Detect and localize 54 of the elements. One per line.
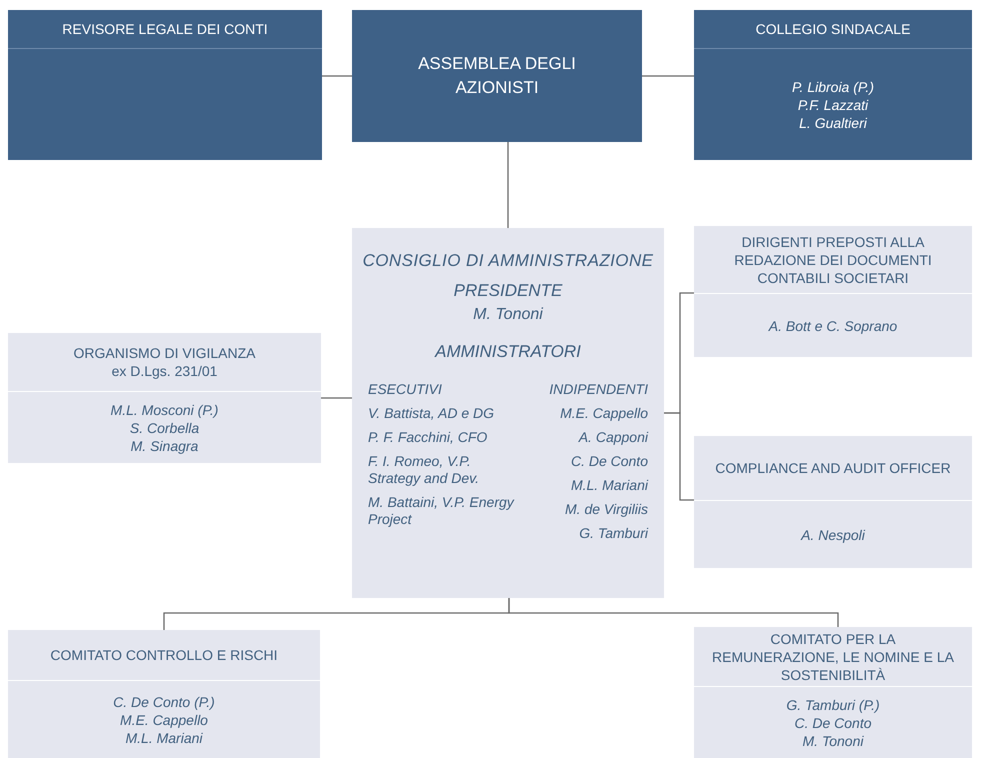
board-box bbox=[352, 228, 664, 598]
member-name: S. Corbella bbox=[130, 418, 200, 436]
member-name: A. Nespoli bbox=[801, 526, 865, 544]
connector-line bbox=[642, 75, 694, 77]
box-heading: COMITATO CONTROLLO E RISCHI bbox=[50, 646, 278, 664]
role-heading: PRESIDENTE bbox=[454, 280, 562, 302]
org-box bbox=[8, 630, 320, 758]
column-heading: ESECUTIVI bbox=[368, 380, 443, 398]
member-name: M.E. Cappello bbox=[560, 404, 648, 422]
member-name: A. Bott e C. Soprano bbox=[768, 316, 898, 334]
member-name: M.E. Cappello bbox=[120, 710, 208, 728]
member-name: C. De Conto bbox=[794, 714, 872, 732]
box-heading: COMITATO PER LA REMUNERAZIONE, LE NOMINE E LA SOSTENIBILITÀ bbox=[711, 630, 955, 684]
member-name: L. Gualtieri bbox=[799, 114, 867, 132]
member-name: M. Battaini, V.P. Energy Project bbox=[368, 494, 516, 528]
connector-line bbox=[321, 397, 352, 399]
connector-line bbox=[507, 142, 509, 228]
connector-line bbox=[508, 598, 839, 627]
box-heading: REVISORE LEGALE DEI CONTI bbox=[62, 20, 268, 38]
org-box bbox=[8, 333, 321, 463]
connector-line bbox=[664, 412, 694, 501]
member-name: C. De Conto (P.) bbox=[113, 692, 215, 710]
member-name: M. Sinagra bbox=[130, 436, 198, 454]
member-name: P. Libroia (P.) bbox=[792, 78, 874, 96]
org-box bbox=[694, 627, 972, 758]
member-name: M.L. Mariani bbox=[570, 476, 648, 494]
box-heading: ORGANISMO DI VIGILANZA bbox=[73, 344, 256, 362]
member-name: P. F. Facchini, CFO bbox=[368, 428, 488, 446]
section-heading: AMMINISTRATORI bbox=[435, 341, 581, 363]
member-name: F. I. Romeo, V.P. Strategy and Dev. bbox=[368, 452, 480, 486]
member-name: C. De Conto bbox=[570, 452, 648, 470]
member-name: M.L. Mariani bbox=[125, 728, 203, 746]
board-title: CONSIGLIO DI AMMINISTRAZIONE bbox=[362, 250, 654, 272]
member-name: A. Capponi bbox=[578, 428, 648, 446]
org-box bbox=[8, 10, 322, 160]
connector-line bbox=[322, 75, 352, 77]
member-name: M.L. Mosconi (P.) bbox=[110, 400, 218, 418]
subheading: ex D.Lgs. 231/01 bbox=[112, 362, 218, 380]
member-name: M. de Virgiliis bbox=[565, 500, 648, 518]
member-name: G. Tamburi (P.) bbox=[786, 696, 880, 714]
org-box bbox=[694, 10, 972, 160]
org-box bbox=[352, 10, 642, 142]
org-box bbox=[694, 226, 972, 357]
member-name: G. Tamburi bbox=[579, 524, 648, 542]
member-name: M. Tononi bbox=[473, 305, 543, 325]
member-name: V. Battista, AD e DG bbox=[368, 404, 496, 422]
column-heading: INDIPENDENTI bbox=[549, 380, 648, 398]
org-box bbox=[694, 436, 972, 568]
box-heading: ASSEMBLEA DEGLI AZIONISTI bbox=[417, 53, 577, 99]
box-heading: DIRIGENTI PREPOSTI ALLA REDAZIONE DEI DOCUMENTI CONTABILI SOCIETARI bbox=[733, 232, 933, 286]
member-name: M. Tononi bbox=[802, 732, 864, 750]
box-heading: COMPLIANCE AND AUDIT OFFICER bbox=[715, 459, 951, 477]
box-heading: COLLEGIO SINDACALE bbox=[756, 20, 910, 38]
member-name: P.F. Lazzati bbox=[798, 96, 868, 114]
